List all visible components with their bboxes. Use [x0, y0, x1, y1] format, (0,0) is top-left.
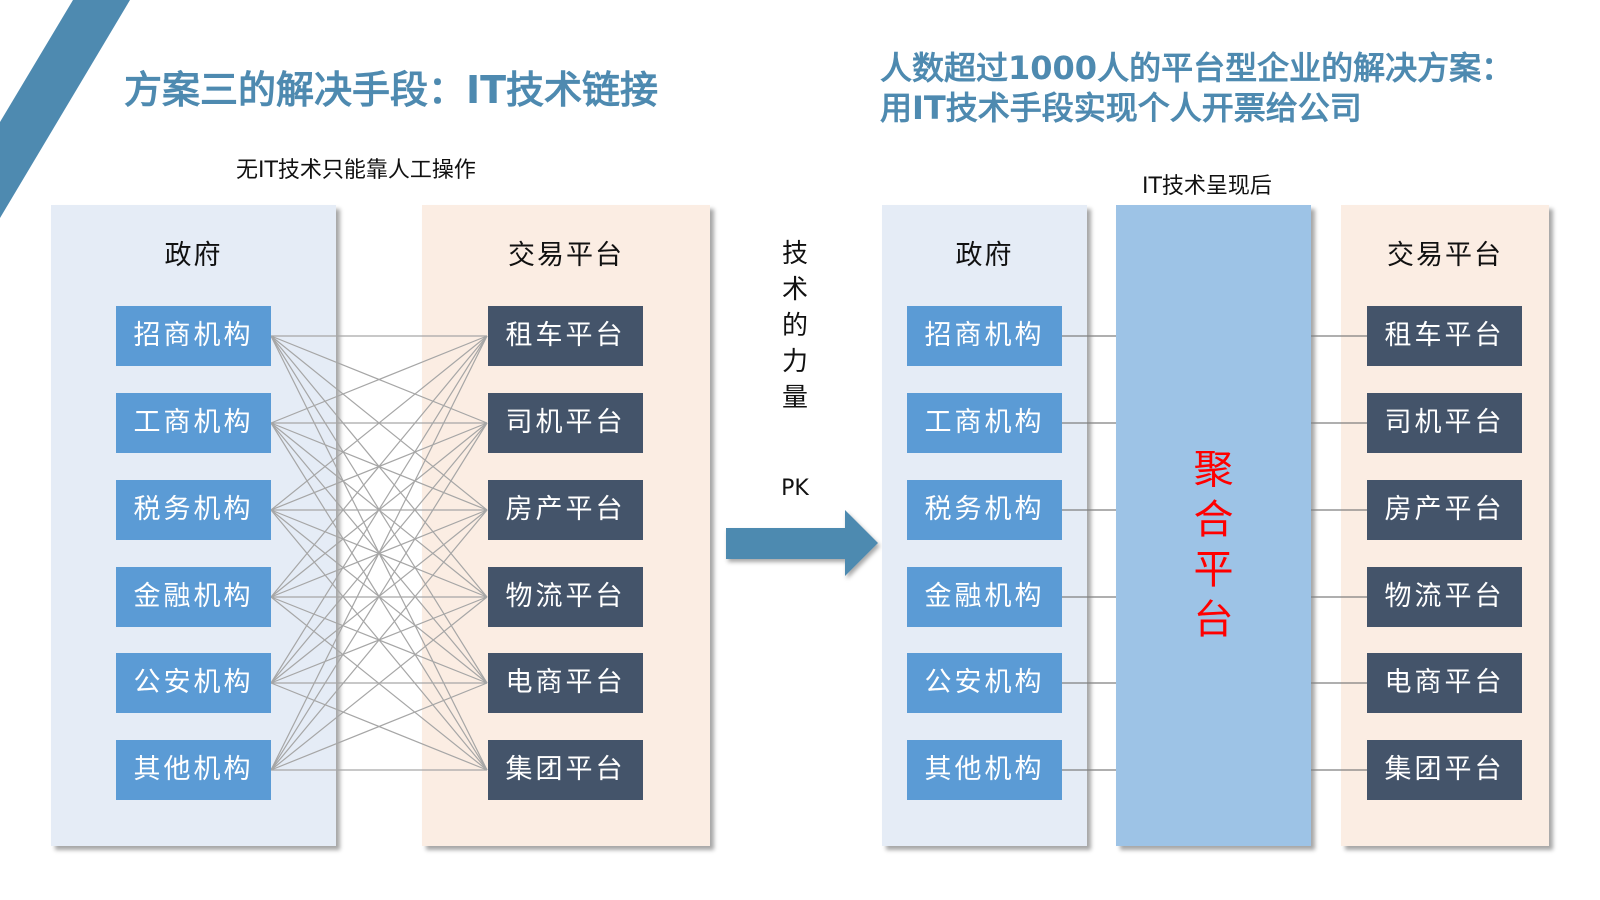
- aggregator-platform-panel: 聚 合 平 台: [1116, 205, 1311, 846]
- left-page-title: 方案三的解决手段：IT技术链接: [124, 68, 659, 112]
- aggregator-char: 平: [1193, 547, 1234, 593]
- tech-power-char: 力: [781, 347, 808, 377]
- gov-agency-box: 税务机构: [907, 480, 1062, 540]
- platform-box: 电商平台: [1367, 653, 1522, 713]
- gov-agency-box: 金融机构: [116, 567, 271, 627]
- gov-agency-box: 招商机构: [116, 306, 271, 366]
- aggregator-char: 台: [1193, 597, 1234, 643]
- platform-box: 集团平台: [488, 740, 643, 800]
- platform-box: 房产平台: [1367, 480, 1522, 540]
- gov-agency-box: 税务机构: [116, 480, 271, 540]
- tech-power-char: 术: [781, 275, 808, 305]
- right-platform-panel-title: 交易平台: [1387, 240, 1503, 271]
- right-page-title: 人数超过1000人的平台型企业的解决方案： 用IT技术手段实现个人开票给公司: [880, 48, 1513, 128]
- platform-box: 电商平台: [488, 653, 643, 713]
- gov-agency-box: 工商机构: [907, 393, 1062, 453]
- gov-agency-box: 工商机构: [116, 393, 271, 453]
- gov-agency-box: 招商机构: [907, 306, 1062, 366]
- left-platform-panel-title: 交易平台: [508, 240, 624, 271]
- tech-power-char: 技: [781, 239, 808, 269]
- right-caption: IT技术呈现后: [1142, 174, 1272, 199]
- tech-power-label: 技 术 的 力 量: [770, 236, 820, 416]
- right-gov-panel-title: 政府: [955, 240, 1014, 271]
- gov-agency-box: 其他机构: [116, 740, 271, 800]
- platform-box: 物流平台: [488, 567, 643, 627]
- platform-box: 司机平台: [488, 393, 643, 453]
- platform-box: 集团平台: [1367, 740, 1522, 800]
- aggregator-char: 合: [1193, 497, 1234, 543]
- platform-box: 租车平台: [1367, 306, 1522, 366]
- tech-power-char: 量: [781, 383, 808, 413]
- platform-box: 司机平台: [1367, 393, 1522, 453]
- gov-agency-box: 公安机构: [907, 653, 1062, 713]
- aggregator-platform-label: 聚 合 平 台: [1116, 445, 1311, 645]
- left-caption: 无IT技术只能靠人工操作: [236, 158, 476, 183]
- platform-box: 房产平台: [488, 480, 643, 540]
- aggregator-char: 聚: [1193, 447, 1234, 493]
- platform-box: 租车平台: [488, 306, 643, 366]
- tech-power-char: 的: [781, 311, 808, 341]
- right-title-line-2: 用IT技术手段实现个人开票给公司: [880, 89, 1362, 127]
- gov-agency-box: 公安机构: [116, 653, 271, 713]
- gov-agency-box: 其他机构: [907, 740, 1062, 800]
- pk-label: PK: [781, 476, 809, 501]
- platform-box: 物流平台: [1367, 567, 1522, 627]
- gov-agency-box: 金融机构: [907, 567, 1062, 627]
- left-gov-panel-title: 政府: [164, 240, 223, 271]
- right-title-line-1: 人数超过1000人的平台型企业的解决方案：: [880, 49, 1514, 87]
